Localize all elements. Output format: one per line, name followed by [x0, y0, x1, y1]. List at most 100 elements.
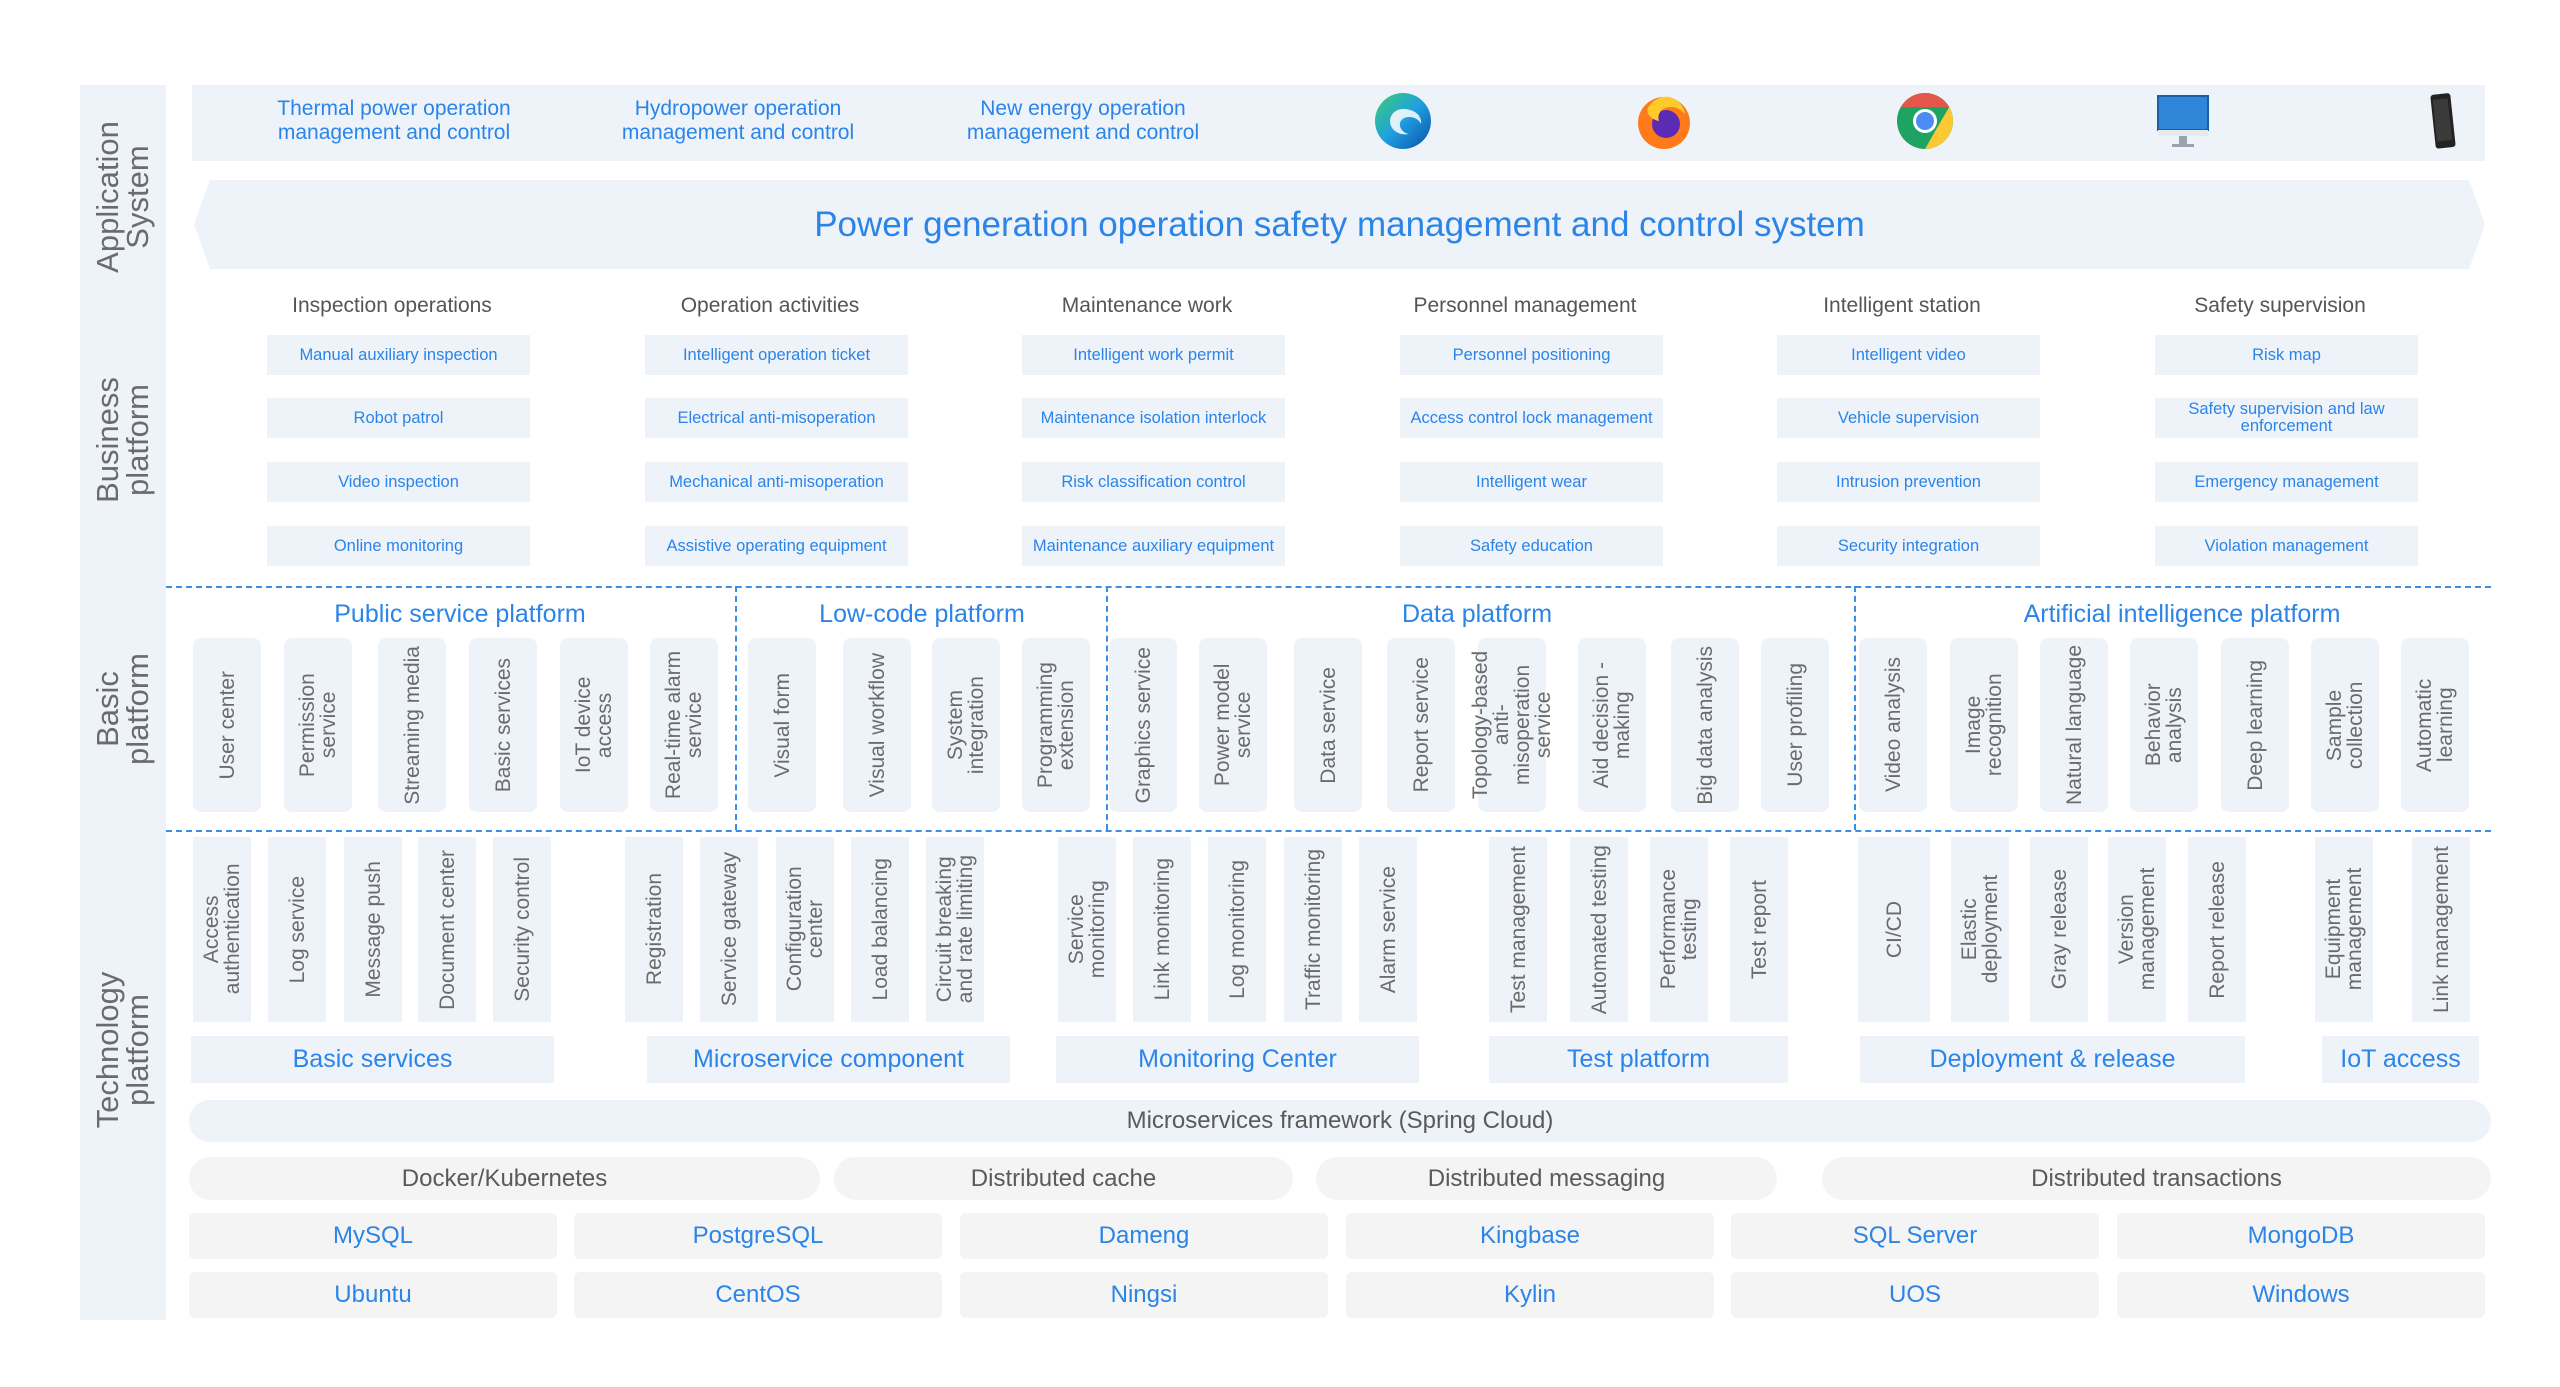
- business-item[interactable]: Manual auxiliary inspection: [267, 335, 530, 375]
- tech-category-bar[interactable]: Basic services: [191, 1036, 554, 1083]
- business-item[interactable]: Risk map: [2155, 335, 2418, 375]
- business-item[interactable]: Violation management: [2155, 526, 2418, 566]
- basic-service-card[interactable]: IoT device access: [560, 638, 628, 812]
- os-item[interactable]: Ubuntu: [189, 1272, 557, 1318]
- tech-component-card[interactable]: Link monitoring: [1133, 837, 1191, 1022]
- basic-service-card[interactable]: Image recognition: [1950, 638, 2018, 812]
- basic-service-card[interactable]: Topology-based anti-misoperation service: [1469, 638, 1555, 812]
- business-item[interactable]: Robot patrol: [267, 398, 530, 438]
- tech-component-card[interactable]: Equipment management: [2315, 837, 2373, 1022]
- tech-component-card[interactable]: Message push: [344, 837, 402, 1022]
- tech-component-card[interactable]: Load balancing: [851, 837, 909, 1022]
- os-item[interactable]: UOS: [1731, 1272, 2099, 1318]
- app-system-item[interactable]: Thermal power operation management and c…: [277, 97, 511, 144]
- business-item[interactable]: Intelligent operation ticket: [645, 335, 908, 375]
- business-item[interactable]: Intelligent wear: [1400, 462, 1663, 502]
- tech-category-bar[interactable]: Microservice component: [647, 1036, 1010, 1083]
- tech-component-card[interactable]: Performance testing: [1650, 837, 1708, 1022]
- tech-component-card[interactable]: Report release: [2188, 837, 2246, 1022]
- app-system-item[interactable]: Hydropower operation management and cont…: [621, 97, 855, 144]
- basic-service-card[interactable]: Big data analysis: [1671, 638, 1739, 812]
- basic-service-card[interactable]: Programming extension: [1022, 638, 1090, 812]
- business-item[interactable]: Video inspection: [267, 462, 530, 502]
- tech-component-card[interactable]: Access authentication: [193, 837, 251, 1022]
- basic-service-card[interactable]: Report service: [1387, 638, 1455, 812]
- database-item[interactable]: MongoDB: [2117, 1213, 2485, 1259]
- tech-component-card[interactable]: Registration: [625, 837, 683, 1022]
- tech-component-card[interactable]: Log service: [268, 837, 326, 1022]
- app-system-item[interactable]: New energy operation management and cont…: [966, 97, 1200, 144]
- chrome-browser-icon[interactable]: [1894, 90, 1956, 152]
- desktop-monitor-icon[interactable]: [2152, 90, 2214, 152]
- os-item[interactable]: Ningsi: [960, 1272, 1328, 1318]
- business-item[interactable]: Security integration: [1777, 526, 2040, 566]
- business-item[interactable]: Intrusion prevention: [1777, 462, 2040, 502]
- firefox-browser-icon[interactable]: [1633, 90, 1695, 152]
- os-item[interactable]: Kylin: [1346, 1272, 1714, 1318]
- os-item[interactable]: CentOS: [574, 1272, 942, 1318]
- tech-component-card[interactable]: Security control: [493, 837, 551, 1022]
- basic-service-card[interactable]: User center: [193, 638, 261, 812]
- business-item[interactable]: Intelligent video: [1777, 335, 2040, 375]
- basic-service-card[interactable]: Visual workflow: [843, 638, 911, 812]
- business-item[interactable]: Vehicle supervision: [1777, 398, 2040, 438]
- tech-component-card[interactable]: Circuit breaking and rate limiting: [926, 837, 984, 1022]
- database-item[interactable]: PostgreSQL: [574, 1213, 942, 1259]
- tech-component-card[interactable]: Service gateway: [700, 837, 758, 1022]
- basic-service-card[interactable]: System integration: [932, 638, 1000, 812]
- database-item[interactable]: MySQL: [189, 1213, 557, 1259]
- basic-service-card[interactable]: Natural language: [2040, 638, 2108, 812]
- tech-component-card[interactable]: Traffic monitoring: [1284, 837, 1342, 1022]
- basic-service-card[interactable]: Sample collection: [2311, 638, 2379, 812]
- business-item[interactable]: Mechanical anti-misoperation: [645, 462, 908, 502]
- basic-service-card[interactable]: Deep learning: [2221, 638, 2289, 812]
- database-item[interactable]: SQL Server: [1731, 1213, 2099, 1259]
- business-item[interactable]: Safety education: [1400, 526, 1663, 566]
- database-item[interactable]: Kingbase: [1346, 1213, 1714, 1259]
- tech-component-card[interactable]: Elastic deployment: [1951, 837, 2009, 1022]
- tech-component-card[interactable]: Test management: [1489, 837, 1547, 1022]
- tech-component-card[interactable]: Log monitoring: [1208, 837, 1266, 1022]
- basic-service-card[interactable]: Data service: [1294, 638, 1362, 812]
- business-item[interactable]: Risk classification control: [1022, 462, 1285, 502]
- basic-service-card[interactable]: Graphics service: [1109, 638, 1177, 812]
- basic-service-card[interactable]: Real-time alarm service: [650, 638, 718, 812]
- tech-category-bar[interactable]: Deployment & release: [1860, 1036, 2245, 1083]
- business-item[interactable]: Maintenance auxiliary equipment: [1022, 526, 1285, 566]
- tech-component-card[interactable]: Document center: [418, 837, 476, 1022]
- mobile-phone-icon[interactable]: [2411, 90, 2473, 152]
- business-item[interactable]: Maintenance isolation interlock: [1022, 398, 1285, 438]
- tech-category-bar[interactable]: Monitoring Center: [1056, 1036, 1419, 1083]
- tech-component-card[interactable]: Configuration center: [776, 837, 834, 1022]
- business-item[interactable]: Access control lock management: [1400, 398, 1663, 438]
- tech-component-card[interactable]: Gray release: [2030, 837, 2088, 1022]
- database-item[interactable]: Dameng: [960, 1213, 1328, 1259]
- basic-service-card[interactable]: Streaming media: [378, 638, 446, 812]
- basic-service-card[interactable]: Behavior analysis: [2130, 638, 2198, 812]
- tech-category-bar[interactable]: IoT access: [2322, 1036, 2479, 1083]
- tech-component-card[interactable]: Test report: [1730, 837, 1788, 1022]
- tech-component-card[interactable]: Alarm service: [1359, 837, 1417, 1022]
- middleware-item[interactable]: Docker/Kubernetes: [189, 1157, 820, 1200]
- tech-component-card[interactable]: CI/CD: [1858, 837, 1930, 1022]
- business-item[interactable]: Online monitoring: [267, 526, 530, 566]
- basic-service-card[interactable]: Automatic learning: [2401, 638, 2469, 812]
- basic-service-card[interactable]: Aid decision -making: [1578, 638, 1646, 812]
- tech-category-bar[interactable]: Test platform: [1489, 1036, 1788, 1083]
- business-item[interactable]: Safety supervision and law enforcement: [2155, 398, 2418, 438]
- tech-component-card[interactable]: Service monitoring: [1058, 837, 1116, 1022]
- framework-bar[interactable]: Microservices framework (Spring Cloud): [189, 1100, 2491, 1142]
- middleware-item[interactable]: Distributed transactions: [1822, 1157, 2491, 1200]
- middleware-item[interactable]: Distributed cache: [834, 1157, 1293, 1200]
- os-item[interactable]: Windows: [2117, 1272, 2485, 1318]
- basic-service-card[interactable]: Basic services: [469, 638, 537, 812]
- tech-component-card[interactable]: Link management: [2412, 837, 2470, 1022]
- basic-service-card[interactable]: Permission service: [284, 638, 352, 812]
- basic-service-card[interactable]: Visual form: [748, 638, 816, 812]
- edge-browser-icon[interactable]: [1372, 90, 1434, 152]
- basic-service-card[interactable]: Power model service: [1199, 638, 1267, 812]
- business-item[interactable]: Emergency management: [2155, 462, 2418, 502]
- business-item[interactable]: Personnel positioning: [1400, 335, 1663, 375]
- business-item[interactable]: Assistive operating equipment: [645, 526, 908, 566]
- tech-component-card[interactable]: Version management: [2108, 837, 2166, 1022]
